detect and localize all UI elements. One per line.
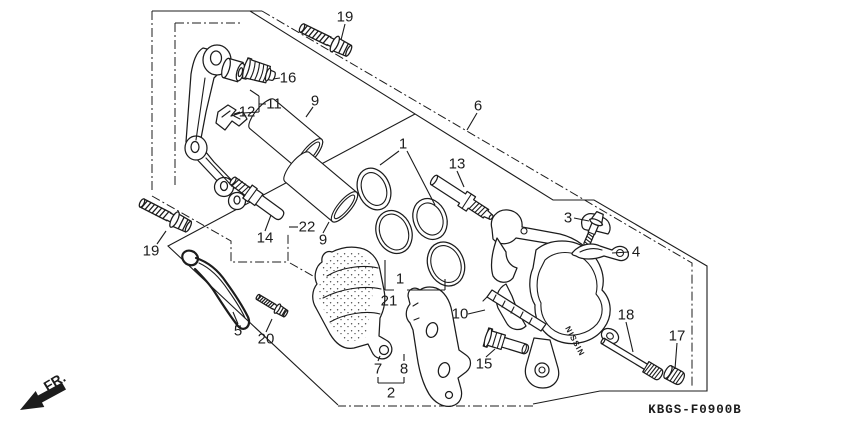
part-label-1-lower: 1 xyxy=(396,271,404,288)
pad-spring-arm xyxy=(181,249,251,330)
part-label-3: 3 xyxy=(564,210,572,227)
part-label-11: 11 xyxy=(266,96,282,113)
part-label-14: 14 xyxy=(257,230,274,247)
leader-lines xyxy=(156,23,678,384)
part-label-2: 2 xyxy=(387,385,395,402)
part-label-10: 10 xyxy=(452,306,469,323)
bracket-pivot-collar xyxy=(221,57,246,83)
part-label-9-upper: 9 xyxy=(311,93,319,110)
part-label-16: 16 xyxy=(280,70,297,87)
part-label-7: 7 xyxy=(374,361,382,378)
part-label-18: 18 xyxy=(618,307,635,324)
part-label-17: 17 xyxy=(669,328,686,345)
diagram-code: KBGS-F0900B xyxy=(648,403,742,417)
piston-boot xyxy=(482,327,530,355)
part-label-12: 12 xyxy=(239,104,256,121)
caliper-bracket xyxy=(184,44,247,211)
part-label-4: 4 xyxy=(632,244,640,261)
part-label-9-lower: 9 xyxy=(319,232,327,249)
part-label-8: 8 xyxy=(400,361,408,378)
pad-retainer-clip xyxy=(215,104,248,131)
pin-boot xyxy=(241,57,276,84)
front-direction-label: FR. xyxy=(41,369,69,394)
brake-pad-inner xyxy=(405,286,472,408)
pin-plug xyxy=(663,365,686,386)
slide-pin-b xyxy=(429,174,494,220)
part-label-22: 22 xyxy=(299,219,316,236)
pad-retainer-plate xyxy=(482,289,547,332)
part-number-labels: 19 16 11 12 9 6 1 13 3 4 22 14 9 19 1 21 10 18 17 5 20 15 7 82 xyxy=(143,9,686,402)
front-arrow-icon xyxy=(20,382,66,410)
part-label-13: 13 xyxy=(449,156,466,173)
part-label-19-top: 19 xyxy=(337,9,354,26)
brake-pad-outer xyxy=(312,246,393,360)
part-label-6: 6 xyxy=(474,98,482,115)
caliper-body: NISSIN xyxy=(490,209,620,389)
pad-pin xyxy=(600,337,664,381)
part-label-20: 20 xyxy=(258,331,275,348)
bleed-valve xyxy=(583,211,604,249)
part-label-19-left: 19 xyxy=(143,243,160,260)
part-label-5: 5 xyxy=(234,323,242,340)
front-direction-indicator: FR. xyxy=(20,369,68,410)
retainer-clip-4 xyxy=(571,243,630,262)
part-label-21: 21 xyxy=(381,293,398,310)
slide-pin-a xyxy=(229,176,285,221)
spring-bolt xyxy=(253,291,290,320)
part-label-15: 15 xyxy=(476,356,493,373)
part-label-1-upper: 1 xyxy=(399,136,407,153)
piston-seals xyxy=(356,167,466,287)
assembly-boundary-lines xyxy=(151,10,708,407)
